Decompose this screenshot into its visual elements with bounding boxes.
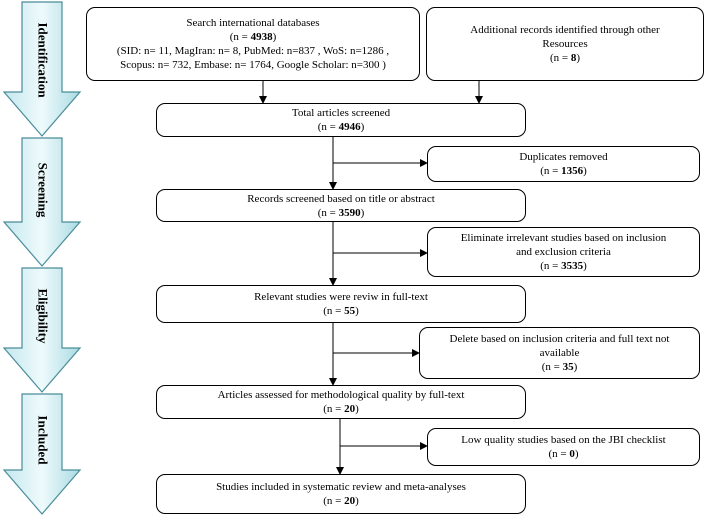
databases-breakdown-1: (SID: n= 11, MagIran: n= 8, PubMed: n=83…: [116, 45, 390, 57]
phase-arrow-eligibility: [2, 267, 82, 393]
box-other-sources: Additional records identified through ot…: [426, 7, 704, 81]
databases-title: Search international databases: [186, 17, 320, 29]
screened-count: 3590: [338, 206, 361, 219]
low-quality-count: 0: [569, 448, 575, 460]
screened-title: Records screened based on title or abstr…: [247, 192, 435, 205]
total-title: Total articles screened: [291, 107, 391, 119]
included-count: 20: [344, 495, 356, 507]
fulltext-title: Relevant studies were reviw in full-text: [254, 291, 428, 303]
fulltext-count: 55: [344, 305, 356, 317]
phase-arrow-identification: [2, 1, 82, 137]
deleted-count: 35: [562, 361, 574, 373]
assessed-count: 20: [344, 403, 356, 415]
other-sources-title: Additional records identified through ot…: [470, 24, 660, 36]
databases-breakdown-2: Scopus: n= 732, Embase: n= 1764, Google …: [120, 59, 386, 71]
phase-arrow-screening: [2, 137, 82, 267]
databases-count: 4938: [250, 31, 273, 43]
box-included-studies: Studies included in systematic review an…: [156, 474, 526, 514]
box-deleted-studies: Delete based on inclusion criteria and f…: [419, 327, 700, 379]
box-full-text-review: Relevant studies were reviw in full-text…: [156, 285, 526, 323]
box-eliminated-studies: Eliminate irrelevant studies based on in…: [427, 227, 700, 277]
phase-arrow-included: [2, 393, 82, 515]
box-database-search: Search international databases (n = 4938…: [86, 7, 420, 81]
box-total-screened: Total articles screened (n = 4946): [156, 103, 526, 137]
eliminated-title: Eliminate irrelevant studies based on in…: [460, 232, 667, 244]
total-count: 4946: [338, 121, 361, 133]
duplicates-count: 1356: [561, 165, 584, 177]
eliminated-count: 3535: [561, 260, 584, 272]
low-quality-title: Low quality studies based on the JBI che…: [461, 434, 666, 446]
included-title: Studies included in systematic review an…: [216, 481, 466, 493]
assessed-title: Articles assessed for methodological qua…: [217, 389, 465, 401]
deleted-title: Delete based on inclusion criteria and f…: [449, 333, 670, 345]
box-duplicates-removed: Duplicates removed (n = 1356): [427, 146, 700, 182]
box-title-abstract-screening: Records screened based on title or abstr…: [156, 189, 526, 222]
other-sources-count: 8: [570, 52, 577, 64]
box-quality-assessment: Articles assessed for methodological qua…: [156, 385, 526, 419]
box-low-quality-studies: Low quality studies based on the JBI che…: [427, 428, 700, 466]
duplicates-title: Duplicates removed: [519, 151, 608, 163]
